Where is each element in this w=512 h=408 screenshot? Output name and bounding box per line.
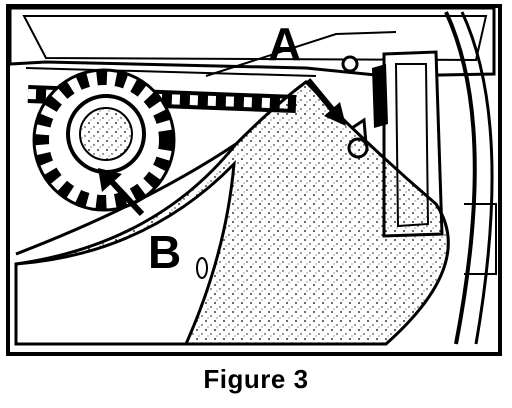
figure-caption: Figure 3 [203,364,309,394]
drum-pulley [32,68,176,212]
callout-arrow-a [305,78,346,126]
callout-label-a: A [268,18,301,70]
callout-label-b: B [148,226,181,278]
figure-illustration: A B [6,4,502,356]
machine-top-panel [8,6,496,78]
door-edge [444,11,497,345]
callout-arrow-b [98,168,145,217]
